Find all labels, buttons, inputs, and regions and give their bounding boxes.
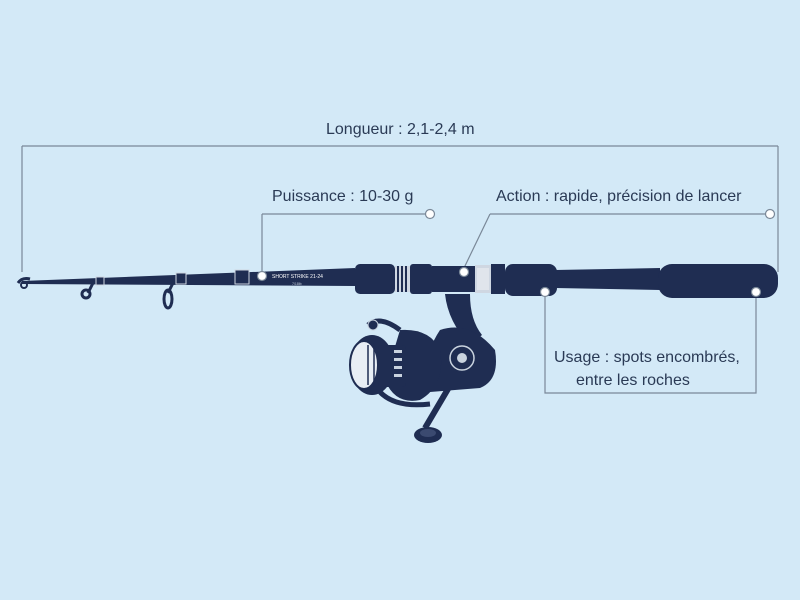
ferrules — [95, 269, 250, 286]
usage-callout-line — [544, 293, 757, 394]
front-grip — [355, 264, 395, 294]
line-guides — [80, 276, 178, 310]
reel-seat — [432, 266, 477, 292]
usage-marker-front — [539, 286, 551, 298]
power-marker — [256, 270, 268, 282]
reel-seat-rear — [475, 264, 505, 294]
action-marker — [458, 266, 470, 278]
power-callout-line — [261, 208, 436, 273]
spinning-reel — [349, 294, 496, 443]
power-label: Puissance : 10-30 g — [272, 188, 414, 205]
length-dimension — [21, 145, 779, 272]
rod-sub-text: 7/18lb — [292, 282, 302, 286]
usage-marker-butt — [750, 286, 762, 298]
rod-brand-text: SHORT STRIKE 21-24 — [272, 274, 323, 280]
usage-label-line1: Usage : spots encombrés, — [554, 349, 740, 366]
reel-seat-thread — [395, 264, 432, 294]
action-label: Action : rapide, précision de lancer — [496, 188, 742, 205]
action-callout-line — [463, 208, 776, 269]
usage-label-line2: entre les roches — [576, 372, 690, 389]
length-label: Longueur : 2,1-2,4 m — [326, 121, 475, 138]
rod-blank — [16, 268, 355, 289]
